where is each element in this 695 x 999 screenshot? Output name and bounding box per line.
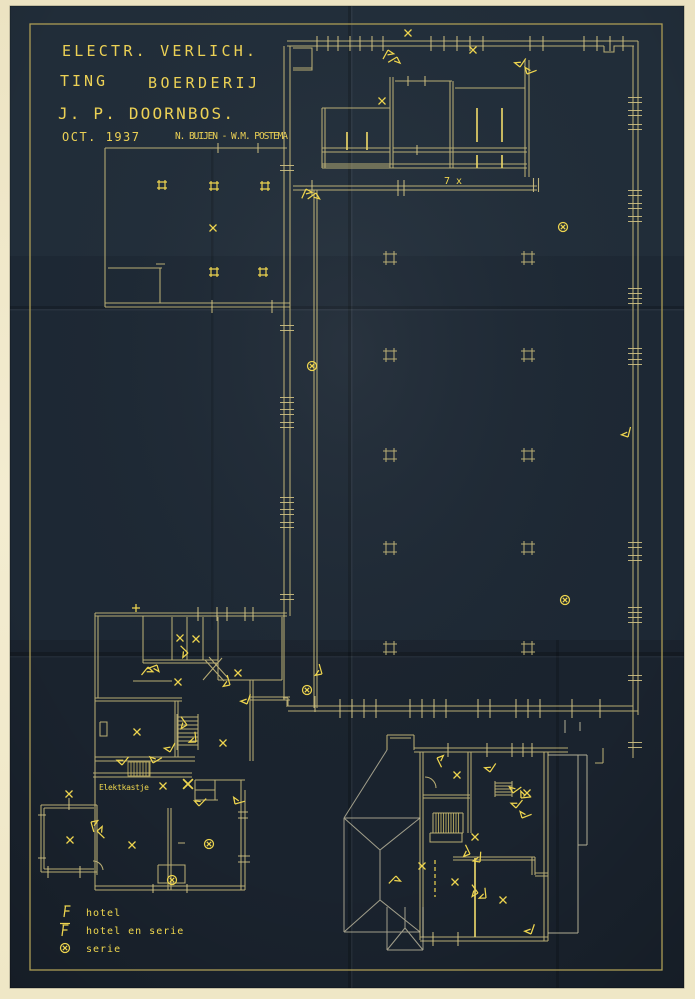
title-line-2-left: TING [60,72,108,90]
farmhouse-ticks [38,607,254,893]
electrical-box-label: Elektkastje [99,783,149,792]
date-label: OCT. 1937 [62,130,140,144]
legend-item: hotel [63,905,121,919]
legend: hotel hotel en serie serie [59,905,184,955]
electrical-box-hatch [127,761,151,777]
farmhouse-upper-plan [343,720,604,951]
sheet-paper [9,5,685,989]
barn-window-ticks [311,36,624,718]
border-frame [29,23,663,971]
stairs-hatch [435,813,459,833]
owner-name: J. P. DOORNBOS. [58,104,236,123]
title-line-2-right: BOERDERIJ [148,74,260,92]
barn-walls [283,40,639,758]
legend-label: hotel [86,908,121,919]
barn-stable-rooms [321,60,530,177]
upper-exterior-lines [548,720,588,934]
annex-ticks [211,143,273,313]
annex-plan [104,143,290,313]
annex-walls [104,147,290,308]
title-line-1: ELECTR. VERLICH. [62,42,258,60]
farmhouse-walls [40,612,290,891]
upper-walls [386,734,604,942]
roof-outline [343,749,424,951]
legend-item: serie [59,942,121,955]
legend-item: hotel en serie [60,922,184,937]
plus-mark [132,604,140,612]
legend-label: hotel en serie [86,926,184,937]
drafters-signature: N. BUIJEN - W.M. POSTEMA [175,131,288,142]
legend-label: serie [86,944,121,955]
title-block: ELECTR. VERLICH. TING BOERDERIJ J. P. DO… [58,42,288,144]
farmhouse-ground-plan: Elektkastje [38,604,290,893]
upper-ticks [432,743,533,946]
stall-divider-marks [346,108,503,168]
